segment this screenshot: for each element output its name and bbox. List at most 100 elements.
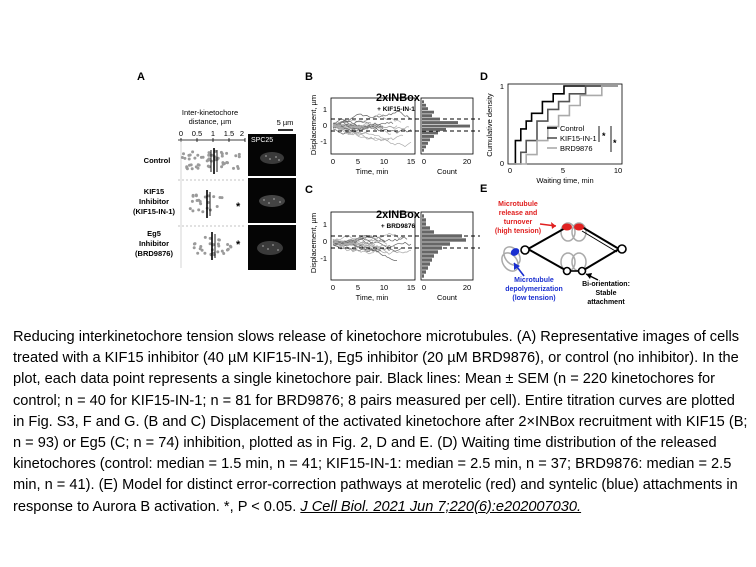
trace-line (332, 121, 382, 130)
b-hist-frame (420, 97, 474, 155)
a-tick-4: 2 (240, 129, 244, 138)
c-plot-frame (330, 211, 416, 281)
c-subtitle: + BRD9876 (381, 223, 416, 230)
a-tick-2: 1 (211, 129, 215, 138)
histogram-bar (422, 230, 434, 234)
a-row-eg5-label-2: Inhibitor (139, 239, 169, 248)
d-legend-control: Control (560, 124, 585, 133)
histogram-bar (422, 110, 434, 114)
c-ytick-neg1: -1 (320, 254, 327, 263)
a-data-point (196, 166, 200, 170)
a-marker-label: SPC25 (251, 137, 273, 144)
trace-line (333, 122, 356, 132)
a-row-eg5-label-3: (BRD9876) (135, 249, 173, 258)
a-data-point (222, 162, 226, 166)
histogram-bar (422, 135, 434, 138)
c-hist-tick-20: 20 (463, 283, 471, 292)
a-data-point (203, 195, 207, 199)
histogram-bar (422, 222, 426, 226)
e-release-label-4: (high tension) (495, 228, 541, 235)
b-xtick-0: 0 (331, 157, 335, 166)
a-data-point (191, 209, 195, 213)
histogram-bar (422, 246, 442, 250)
histogram-bar (422, 100, 424, 104)
histogram-bar (422, 234, 462, 238)
citation-link[interactable]: J Cell Biol. 2021 Jun 7;220(6):e20200703… (300, 498, 582, 515)
panel-letter-a: A (137, 71, 145, 83)
a-tick-0: 0 (179, 129, 183, 138)
trace-line (332, 235, 408, 244)
a-data-point (207, 165, 211, 169)
a-data-point (188, 207, 192, 211)
a-data-point (232, 166, 235, 170)
d-xtick-10: 10 (614, 166, 622, 175)
e-pathway-top-right (581, 226, 620, 250)
trace-line (332, 122, 392, 135)
panel-letter-b: B (305, 71, 313, 83)
histogram-bar (422, 107, 428, 111)
histogram-bar (422, 114, 432, 118)
c-hist-frame (420, 211, 474, 281)
trace-line (332, 121, 394, 135)
b-xlabel: Time, min (356, 167, 389, 176)
histogram-bar (422, 117, 440, 121)
a-data-point (196, 251, 200, 255)
a-axis-title-2: distance, µm (189, 117, 232, 126)
e-depol-label-3: (low tension) (512, 295, 555, 302)
trace-line (332, 241, 386, 251)
histogram-bar (422, 103, 426, 107)
histogram-bar (422, 274, 424, 278)
a-data-point (215, 205, 219, 208)
trace-line (332, 123, 412, 148)
a-data-point (208, 236, 212, 240)
histogram-bar (422, 254, 434, 258)
c-displacement-traces (332, 233, 412, 261)
a-scale-bar-label: 5 µm (277, 118, 294, 127)
d-ytick-1: 1 (500, 82, 504, 91)
a-data-point (197, 208, 201, 212)
histogram-bar (422, 226, 430, 230)
panel-b: B 2xINBox + KIF15-IN-1 Displacement, µm … (305, 71, 480, 176)
a-data-point (190, 199, 194, 203)
a-data-point (237, 152, 241, 156)
histogram-bar (422, 258, 432, 262)
histogram-bar (422, 138, 430, 142)
c-title: 2xINBox (376, 209, 421, 221)
a-data-point (194, 193, 198, 197)
trace-line (332, 121, 372, 128)
a-data-point (201, 210, 205, 214)
a-data-point (217, 238, 221, 242)
e-syntelic-kinetochore (510, 248, 520, 256)
histogram-bar (422, 262, 430, 266)
trace-line (332, 235, 388, 245)
e-pathway-top-left (527, 226, 568, 250)
d-xtick-0: 0 (508, 166, 512, 175)
e-depol-label-1: Microtubule (514, 277, 554, 284)
panel-c: C 2xINBox + BRD9876 Displacement, µm 1 0… (305, 184, 480, 302)
a-data-point (199, 245, 203, 248)
histogram-bar (422, 131, 438, 135)
a-row-kif15-label-2: Inhibitor (139, 197, 169, 206)
a-data-point (225, 151, 229, 155)
histogram-bar (422, 266, 428, 270)
panel-letter-c: C (305, 184, 313, 196)
c-xtick-5: 5 (356, 283, 360, 292)
a-data-point (192, 242, 196, 246)
a-data-point (183, 156, 187, 160)
a-star-eg5: * (236, 239, 241, 251)
a-data-point (212, 195, 216, 199)
e-pathway-bottom-left (527, 248, 568, 272)
a-data-point (192, 246, 196, 250)
a-row-control-label: Control (144, 156, 171, 165)
b-hist-tick-20: 20 (463, 157, 471, 166)
trace-line (332, 124, 404, 142)
a-data-point (190, 167, 194, 171)
e-depol-label-2: depolymerization (505, 286, 563, 293)
figure-caption: Reducing interkinetochore tension slows … (13, 327, 748, 518)
histogram-bar (422, 214, 424, 218)
a-data-point (225, 248, 229, 252)
a-data-point (220, 152, 224, 156)
a-data-point (188, 163, 191, 167)
c-xlabel: Time, min (356, 293, 389, 302)
e-right-pole (617, 244, 627, 254)
